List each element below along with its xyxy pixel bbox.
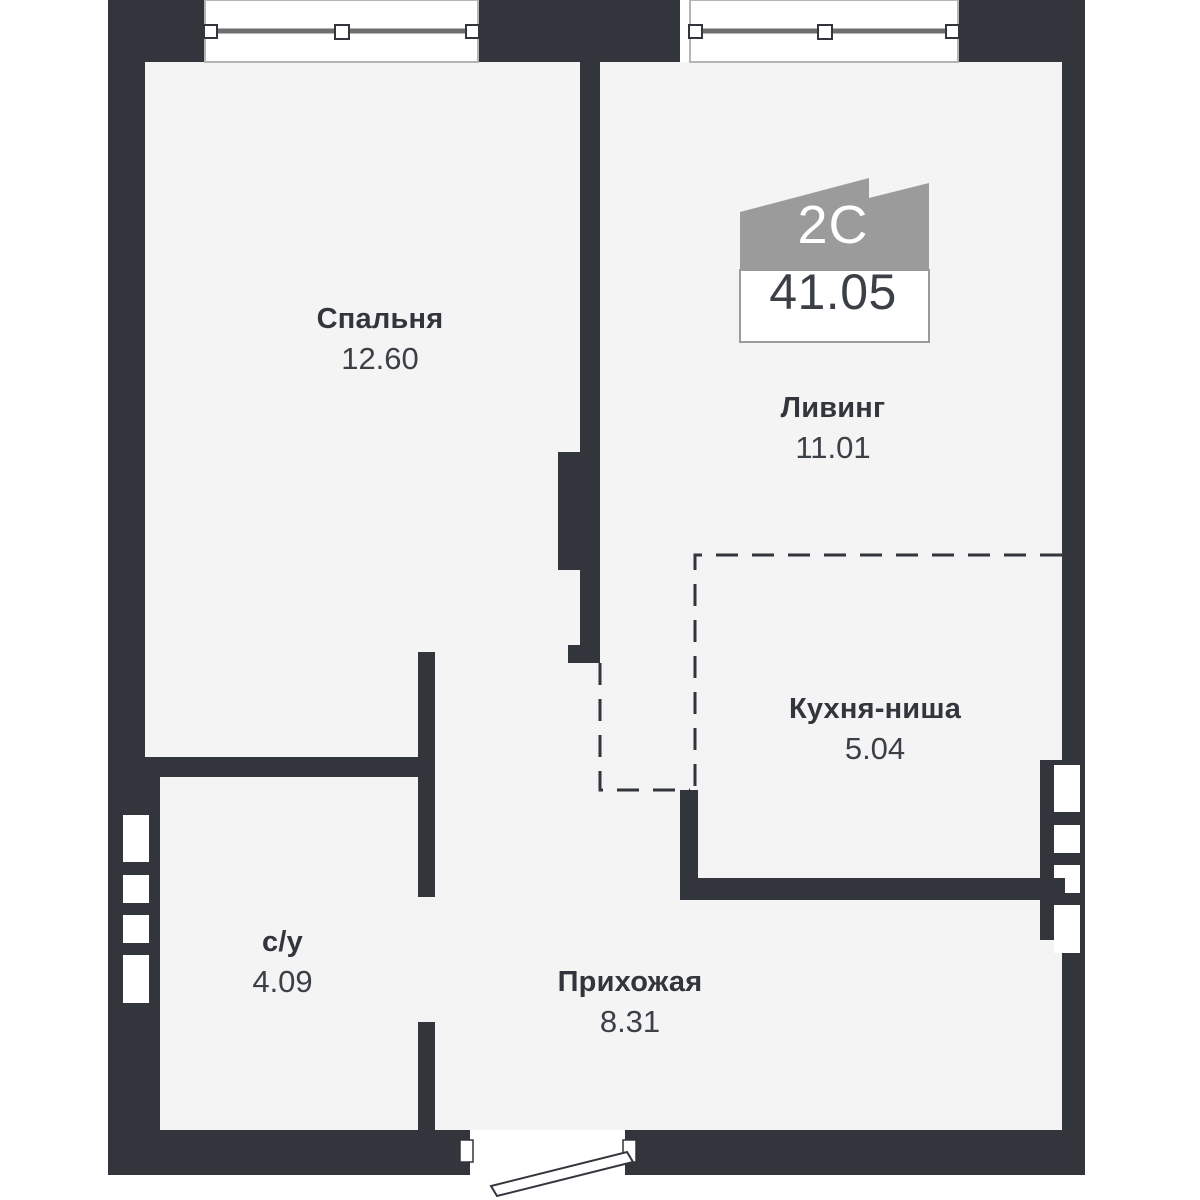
shaft-openings-right xyxy=(1054,765,1080,953)
room-label-hallway: Прихожая 8.31 xyxy=(505,966,755,1039)
room-label-bedroom: Спальня 12.60 xyxy=(255,303,505,376)
badge-type-label: 2C xyxy=(797,195,869,255)
room-area-bedroom: 12.60 xyxy=(341,341,419,376)
exterior-walls xyxy=(108,0,1085,1175)
room-label-kitchen: Кухня-ниша 5.04 xyxy=(750,693,1000,766)
room-label-living: Ливинг 11.01 xyxy=(708,392,958,465)
interior-walls xyxy=(145,62,1065,1132)
room-area-living: 11.01 xyxy=(795,430,871,465)
room-area-kitchen: 5.04 xyxy=(844,731,906,766)
entrance-door-leaf xyxy=(489,1150,635,1198)
window-bedroom xyxy=(203,0,480,63)
badge-area-label: 41.05 xyxy=(769,264,897,320)
room-name-kitchen: Кухня-ниша xyxy=(788,693,962,725)
room-name-living: Ливинг xyxy=(780,392,886,424)
window-living xyxy=(688,0,960,63)
room-name-bedroom: Спальня xyxy=(316,303,444,335)
room-area-bathroom: 4.09 xyxy=(252,964,313,999)
apartment-type-badge: 2C 41.05 xyxy=(733,170,933,345)
badge-shape xyxy=(739,178,930,343)
kitchen-niche-dashed-outline xyxy=(598,553,1062,792)
badge-gray-notch xyxy=(740,178,929,270)
room-name-hallway: Прихожая xyxy=(557,966,703,998)
badge-area-box xyxy=(739,269,930,343)
room-name-bathroom: с/у xyxy=(262,926,303,958)
shaft-openings-left xyxy=(123,815,149,1003)
room-area-hallway: 8.31 xyxy=(599,1004,661,1039)
room-label-bathroom: с/у 4.09 xyxy=(180,926,385,999)
